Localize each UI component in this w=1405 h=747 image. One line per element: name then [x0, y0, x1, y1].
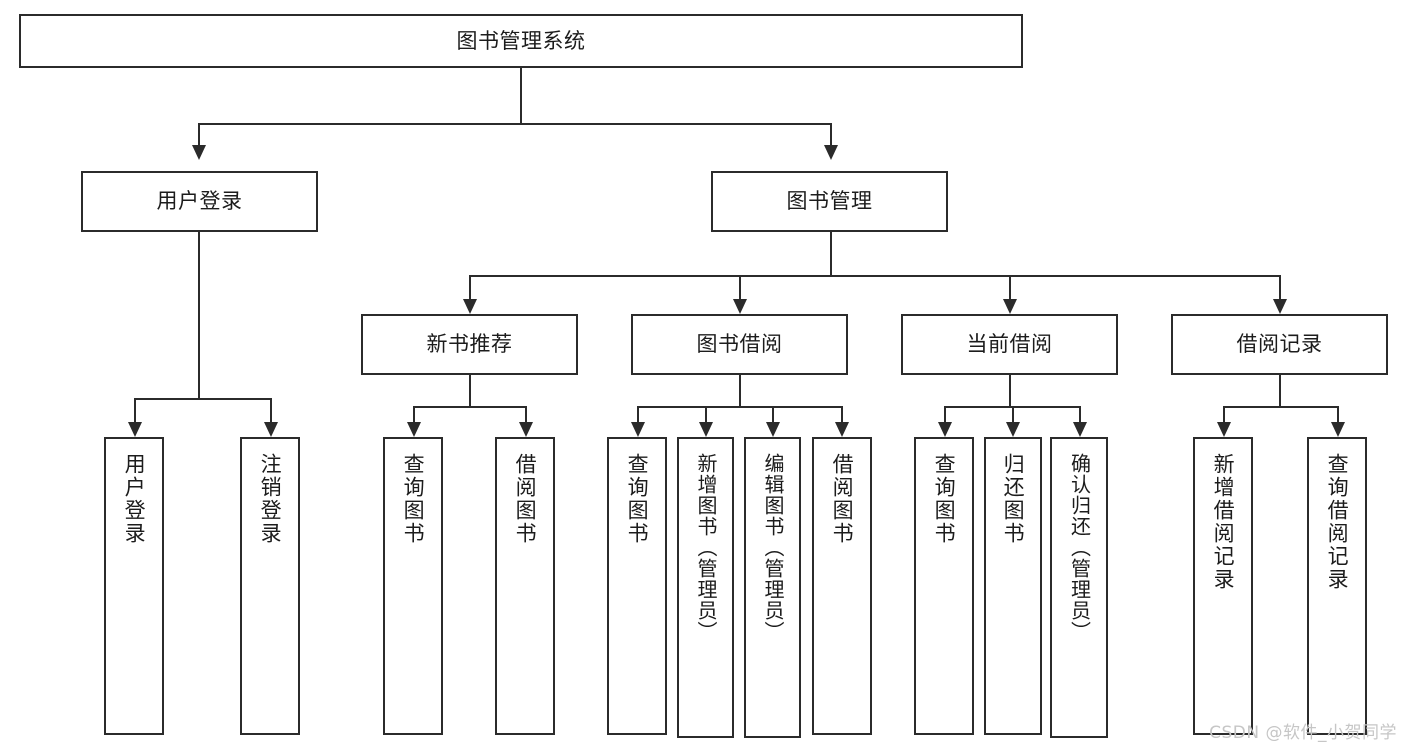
node-label: 新增借阅记录: [1211, 453, 1236, 591]
connector-new-book-recommend-stem: [469, 375, 471, 407]
arrowhead-nbr-to-leaf-2: [519, 422, 533, 437]
node-label: 借阅图书: [830, 453, 855, 545]
arrowhead-cb-to-leaf-2: [1006, 422, 1020, 437]
arrowhead-user-login-to-leaf-2: [264, 422, 278, 437]
node-label: 确认归还（管理员）: [1067, 453, 1092, 642]
arrowhead-bb-to-leaf-1: [631, 422, 645, 437]
node-label: 用户登录: [122, 453, 147, 545]
connector-bb-to-leaf-4: [841, 406, 843, 424]
connector-to-borrow-record: [1279, 275, 1281, 301]
connector-bb-to-leaf-2: [705, 406, 707, 424]
arrowhead-cb-to-leaf-3: [1073, 422, 1087, 437]
connector-new-book-recommend-bus: [413, 406, 525, 408]
connector-user-login-bus: [134, 398, 270, 400]
arrowhead-bb-to-leaf-3: [766, 422, 780, 437]
node-label: 用户登录: [156, 189, 243, 214]
node-label: 当前借阅: [966, 332, 1053, 357]
connector-bb-to-leaf-1: [637, 406, 639, 424]
arrowhead-bb-to-leaf-2: [699, 422, 713, 437]
connector-to-book-borrow: [739, 275, 741, 301]
arrowhead-to-new-book-recommend: [463, 299, 477, 314]
leaf-borrow-record-add-record[interactable]: 新增借阅记录: [1193, 437, 1253, 735]
connector-book-borrow-stem: [739, 375, 741, 407]
arrowhead-root-to-user-login: [192, 145, 206, 160]
arrowhead-user-login-to-leaf-1: [128, 422, 142, 437]
node-new-book-recommend[interactable]: 新书推荐: [361, 314, 578, 375]
leaf-book-borrow-edit-book-admin[interactable]: 编辑图书（管理员）: [744, 437, 801, 738]
connector-br-to-leaf-2: [1337, 406, 1339, 424]
connector-user-login-stem: [198, 232, 200, 399]
connector-bb-to-leaf-3: [772, 406, 774, 424]
node-label: 图书管理: [786, 189, 873, 214]
node-book-management[interactable]: 图书管理: [711, 171, 948, 232]
csdn-watermark: CSDN @软件_小贺同学: [1209, 723, 1397, 743]
node-user-login[interactable]: 用户登录: [81, 171, 318, 232]
connector-root-bus: [198, 123, 832, 125]
node-label: 新书推荐: [426, 332, 513, 357]
connector-cb-to-leaf-2: [1012, 406, 1014, 424]
leaf-book-borrow-borrow-book[interactable]: 借阅图书: [812, 437, 872, 735]
arrowhead-nbr-to-leaf-1: [407, 422, 421, 437]
arrowhead-cb-to-leaf-1: [938, 422, 952, 437]
node-label: 查询图书: [932, 453, 957, 545]
connector-current-borrow-stem: [1009, 375, 1011, 407]
connector-borrow-record-stem: [1279, 375, 1281, 407]
node-book-borrow[interactable]: 图书借阅: [631, 314, 848, 375]
connector-cb-to-leaf-1: [944, 406, 946, 424]
node-label: 查询图书: [401, 453, 426, 545]
leaf-book-borrow-add-book-admin[interactable]: 新增图书（管理员）: [677, 437, 734, 738]
arrowhead-root-to-book-management: [824, 145, 838, 160]
leaf-book-borrow-query-book[interactable]: 查询图书: [607, 437, 667, 735]
node-borrow-record[interactable]: 借阅记录: [1171, 314, 1388, 375]
connector-root-stem: [520, 68, 522, 124]
leaf-user-login-logout[interactable]: 注销登录: [240, 437, 300, 735]
node-label: 图书管理系统: [456, 28, 586, 53]
connector-user-login-to-leaf-1: [134, 398, 136, 424]
arrowhead-to-current-borrow: [1003, 299, 1017, 314]
leaf-current-borrow-query-book[interactable]: 查询图书: [914, 437, 974, 735]
node-label: 注销登录: [258, 453, 283, 545]
arrowhead-bb-to-leaf-4: [835, 422, 849, 437]
leaf-new-book-borrow-book[interactable]: 借阅图书: [495, 437, 555, 735]
connector-br-to-leaf-1: [1223, 406, 1225, 424]
arrowhead-to-borrow-record: [1273, 299, 1287, 314]
arrowhead-to-book-borrow: [733, 299, 747, 314]
leaf-user-login-login[interactable]: 用户登录: [104, 437, 164, 735]
node-label: 查询图书: [625, 453, 650, 545]
connector-nbr-to-leaf-2: [525, 406, 527, 424]
connector-root-to-book-management: [830, 123, 832, 147]
node-root-book-management-system[interactable]: 图书管理系统: [19, 14, 1023, 68]
arrowhead-br-to-leaf-1: [1217, 422, 1231, 437]
leaf-current-borrow-confirm-return-admin[interactable]: 确认归还（管理员）: [1050, 437, 1108, 738]
connector-book-management-stem: [830, 232, 832, 276]
connector-book-management-bus: [469, 275, 1280, 277]
leaf-new-book-query-book[interactable]: 查询图书: [383, 437, 443, 735]
leaf-current-borrow-return-book[interactable]: 归还图书: [984, 437, 1042, 735]
connector-user-login-to-leaf-2: [270, 398, 272, 424]
node-current-borrow[interactable]: 当前借阅: [901, 314, 1118, 375]
connector-borrow-record-bus: [1223, 406, 1337, 408]
connector-root-to-user-login: [198, 123, 200, 147]
node-label: 查询借阅记录: [1325, 453, 1350, 591]
connector-cb-to-leaf-3: [1079, 406, 1081, 424]
connector-to-current-borrow: [1009, 275, 1011, 301]
connector-nbr-to-leaf-1: [413, 406, 415, 424]
node-label: 借阅图书: [513, 453, 538, 545]
node-label: 借阅记录: [1236, 332, 1323, 357]
node-label: 图书借阅: [696, 332, 783, 357]
connector-to-new-book-recommend: [469, 275, 471, 301]
leaf-borrow-record-query-record[interactable]: 查询借阅记录: [1307, 437, 1367, 735]
node-label: 编辑图书（管理员）: [761, 453, 785, 642]
node-label: 新增图书（管理员）: [694, 453, 718, 642]
arrowhead-br-to-leaf-2: [1331, 422, 1345, 437]
connector-book-borrow-bus: [637, 406, 842, 408]
node-label: 归还图书: [1001, 453, 1026, 545]
